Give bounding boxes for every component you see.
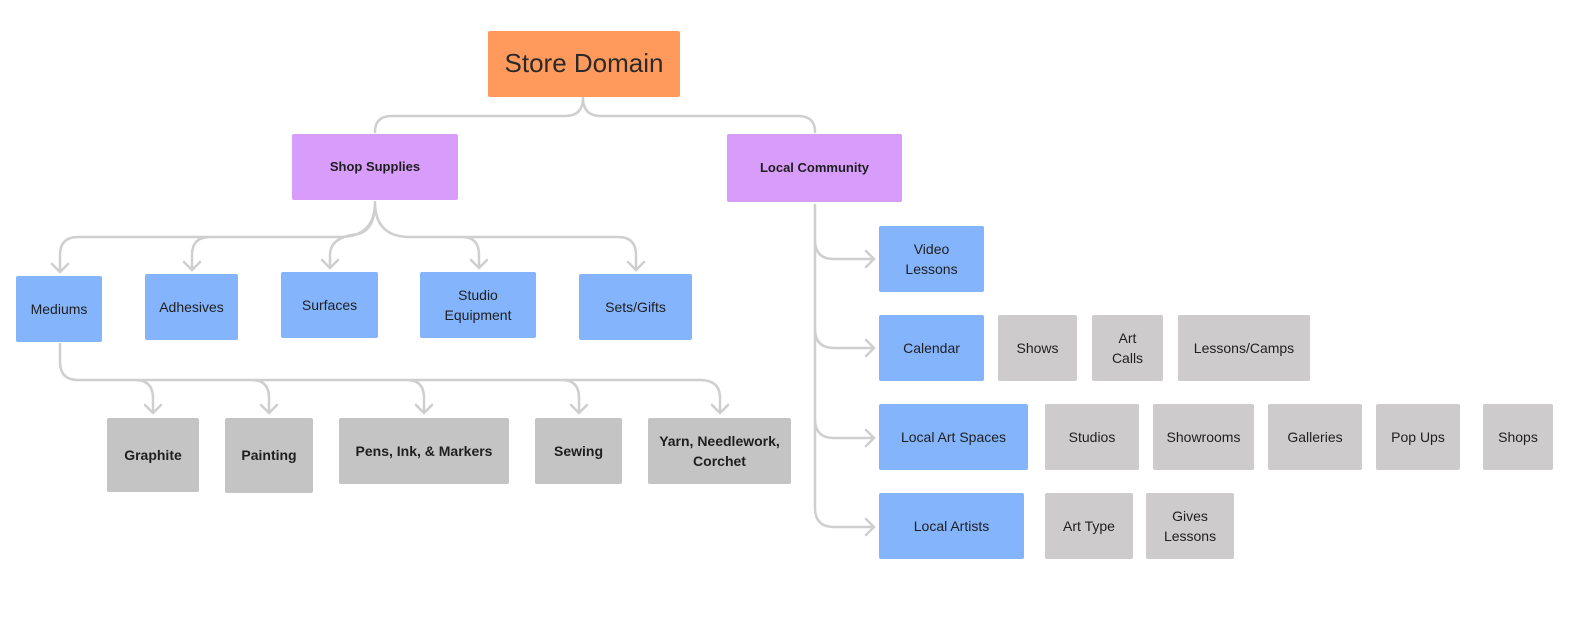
connector-root-branches (373, 96, 817, 134)
calendar-item-shows[interactable]: Shows (998, 315, 1077, 381)
art-space-item-showrooms[interactable]: Showrooms (1153, 404, 1254, 470)
art-space-item-galleries[interactable]: Galleries (1268, 404, 1362, 470)
category-node-studio-equipment[interactable]: Studio Equipment (420, 272, 536, 338)
connector-mediums (58, 342, 722, 415)
medium-node-graphite[interactable]: Graphite (107, 418, 199, 492)
calendar-item-lessons-camps[interactable]: Lessons/Camps (1178, 315, 1310, 381)
medium-node-yarn-needlework-corchet[interactable]: Yarn, Needlework, Corchet (648, 418, 791, 484)
connector-shop-arrowheads (50, 258, 646, 274)
category-node-mediums[interactable]: Mediums (16, 276, 102, 342)
connector-community-arrowheads (864, 249, 876, 537)
artist-item-gives-lessons[interactable]: Gives Lessons (1146, 493, 1234, 559)
category-node-sets-gifts[interactable]: Sets/Gifts (579, 274, 692, 340)
branch-node-local-community[interactable]: Local Community (727, 134, 902, 202)
calendar-item-art-calls[interactable]: Art Calls (1092, 315, 1163, 381)
medium-node-pens-ink-markers[interactable]: Pens, Ink, & Markers (339, 418, 509, 484)
medium-node-sewing[interactable]: Sewing (535, 418, 622, 484)
art-space-item-pop-ups[interactable]: Pop Ups (1376, 404, 1460, 470)
medium-node-painting[interactable]: Painting (225, 418, 313, 493)
category-node-local-artists[interactable]: Local Artists (879, 493, 1024, 559)
category-node-video-lessons[interactable]: Video Lessons (879, 226, 984, 292)
branch-node-shop-supplies[interactable]: Shop Supplies (292, 134, 458, 200)
category-node-calendar[interactable]: Calendar (879, 315, 984, 381)
category-node-local-art-spaces[interactable]: Local Art Spaces (879, 404, 1028, 470)
category-node-surfaces[interactable]: Surfaces (281, 272, 378, 338)
connector-local-community (813, 203, 876, 529)
art-space-item-shops[interactable]: Shops (1483, 404, 1553, 470)
connector-shop-supplies (58, 200, 638, 274)
connector-mediums-arrowheads (143, 403, 730, 415)
art-space-item-studios[interactable]: Studios (1045, 404, 1139, 470)
root-node-store-domain[interactable]: Store Domain (488, 31, 680, 97)
artist-item-art-type[interactable]: Art Type (1045, 493, 1133, 559)
category-node-adhesives[interactable]: Adhesives (145, 274, 238, 340)
